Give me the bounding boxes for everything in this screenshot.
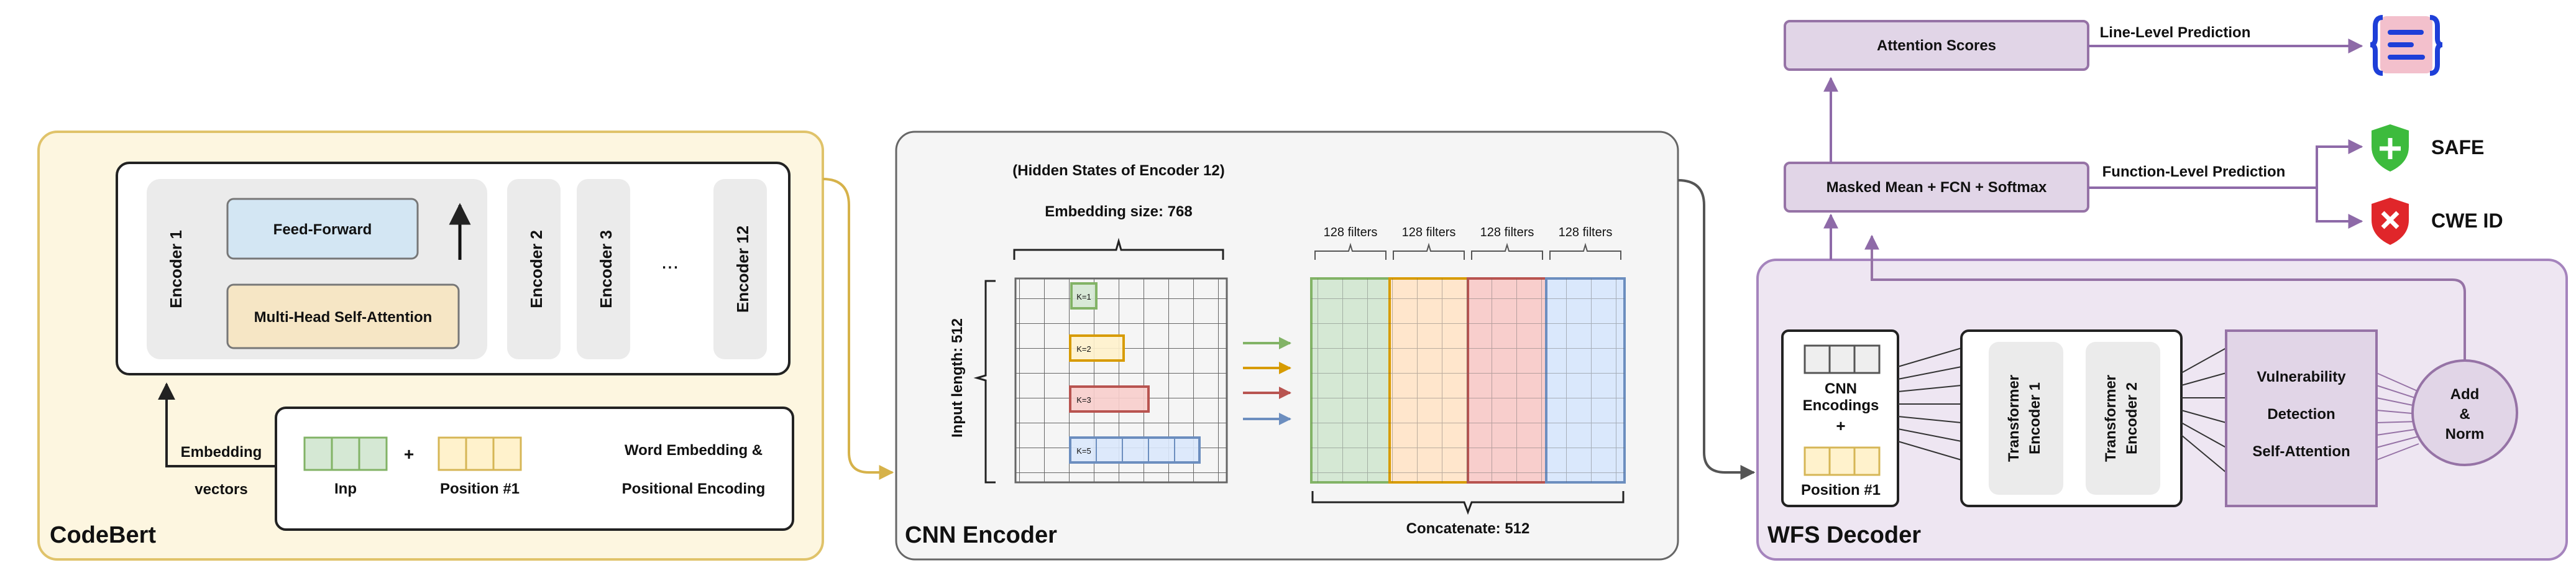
masked-mean-box: Masked Mean + FCN + Softmax bbox=[1784, 162, 2089, 213]
attention-scores-label: Attention Scores bbox=[1877, 37, 1996, 54]
feed-forward-box bbox=[226, 198, 419, 260]
kernels: K=1 K=2 K=3 K=5 bbox=[1069, 282, 1201, 464]
vulnerability-attention-box: Vulnerability Detection Self-Attention bbox=[2225, 329, 2378, 507]
transformer-2-label-b: Encoder 2 bbox=[2124, 382, 2140, 454]
embedding-box: Inp + Position #1 Word Embedding & Posit… bbox=[275, 407, 794, 531]
encoder-3-label: Encoder 3 bbox=[597, 230, 615, 308]
transformer-box: Transformer Encoder 1 Transformer Encode… bbox=[1960, 329, 2183, 507]
cwe-arrow bbox=[2316, 188, 2363, 229]
fan-lines-2 bbox=[2181, 347, 2227, 473]
filter-label-4: 128 filters bbox=[1559, 226, 1613, 239]
wfs-title: WFS Decoder bbox=[1767, 522, 1921, 548]
position-label: Position #1 bbox=[440, 480, 520, 497]
inp-label: Inp bbox=[334, 480, 357, 497]
self-attention-box bbox=[226, 283, 460, 349]
cnn-to-wfs-arrow bbox=[1677, 179, 1756, 480]
add-norm-label-3: Norm bbox=[2445, 426, 2485, 443]
codebert-to-cnn-arrow bbox=[822, 178, 894, 480]
transformer-1-label-b: Encoder 1 bbox=[2027, 382, 2043, 454]
cnn-title: CNN Encoder bbox=[905, 522, 1057, 548]
fan-lines-3 bbox=[2376, 372, 2419, 461]
add-norm-label-1: Add bbox=[2450, 386, 2480, 403]
embedding-brace bbox=[1013, 237, 1224, 260]
add-norm-node: Add & Norm bbox=[2411, 359, 2518, 466]
line-level-label: Line-Level Prediction bbox=[2100, 24, 2251, 41]
kernel-k3-label: K=3 bbox=[1076, 395, 1091, 405]
word-embedding-label-1: Word Embedding & bbox=[625, 442, 763, 459]
kernel-k5-label: K=5 bbox=[1076, 446, 1091, 456]
encoder-1-label: Encoder 1 bbox=[167, 230, 185, 308]
filter-maps bbox=[1310, 277, 1626, 484]
encoder-12-label: Encoder 12 bbox=[733, 226, 752, 313]
safe-shield-icon bbox=[2372, 124, 2409, 172]
wfs-position-label: Position #1 bbox=[1801, 482, 1881, 499]
filter-label-1: 128 filters bbox=[1324, 226, 1378, 239]
ellipsis: ... bbox=[661, 250, 679, 274]
concatenate-brace bbox=[1311, 491, 1625, 515]
encoder-2-label: Encoder 2 bbox=[527, 230, 546, 308]
function-level-label: Function-Level Prediction bbox=[2102, 163, 2286, 180]
embedding-label-2: vectors bbox=[195, 481, 247, 498]
codebert-panel: CodeBert Encoder 1 Feed-Forward Multi-He… bbox=[37, 131, 824, 561]
plus-sign: + bbox=[404, 444, 414, 464]
wfs-decoder-panel: WFS Decoder CNN Encodings + Position #1 bbox=[1756, 259, 2568, 561]
cnn-encodings-plus: + bbox=[1836, 416, 1845, 435]
fan-lines-1 bbox=[1897, 347, 1962, 461]
cnn-encodings-label-1: CNN bbox=[1825, 380, 1857, 397]
line-level-icon bbox=[2370, 15, 2443, 76]
filter-label-3: 128 filters bbox=[1480, 226, 1534, 239]
word-embedding-label-2: Positional Encoding bbox=[622, 480, 766, 497]
embedding-label-1: Embedding bbox=[181, 444, 262, 461]
transformer-1-label-a: Transformer bbox=[2005, 375, 2022, 462]
kernel-k1-label: K=1 bbox=[1076, 292, 1091, 301]
masked-mean-label: Masked Mean + FCN + Softmax bbox=[1827, 179, 2047, 196]
hidden-states-label: (Hidden States of Encoder 12) bbox=[1012, 162, 1224, 179]
input-brace bbox=[973, 280, 996, 484]
kernel-k2-label: K=2 bbox=[1076, 344, 1091, 354]
attention-scores-box: Attention Scores bbox=[1784, 20, 2089, 71]
embedding-size-label: Embedding size: 768 bbox=[1045, 203, 1192, 220]
vuln-label-2: Detection bbox=[2267, 406, 2335, 423]
safe-arrow bbox=[2316, 139, 2363, 188]
cwe-shield-icon bbox=[2372, 198, 2409, 245]
feed-forward-label: Feed-Forward bbox=[273, 221, 372, 238]
concatenate-label: Concatenate: 512 bbox=[1406, 520, 1530, 537]
input-length-label: Input length: 512 bbox=[949, 318, 966, 438]
encoder-stack: Encoder 1 Feed-Forward Multi-Head Self-A… bbox=[116, 162, 791, 375]
vuln-label-1: Vulnerability bbox=[2257, 369, 2346, 385]
embedding-arrow bbox=[158, 382, 275, 467]
filter-braces bbox=[1314, 242, 1621, 260]
add-norm-label-2: & bbox=[2459, 406, 2470, 423]
transformer-2-label-a: Transformer bbox=[2102, 375, 2119, 462]
addnorm-to-masked-mean bbox=[1864, 234, 2466, 361]
cnn-encodings-box: CNN Encodings + Position #1 bbox=[1781, 329, 1899, 507]
safe-label: SAFE bbox=[2431, 136, 2484, 159]
codebert-title: CodeBert bbox=[50, 522, 156, 548]
self-attention-label: Multi-Head Self-Attention bbox=[254, 309, 433, 326]
cnn-encodings-label-2: Encodings bbox=[1803, 397, 1879, 414]
filter-label-2: 128 filters bbox=[1402, 226, 1456, 239]
vuln-label-3: Self-Attention bbox=[2252, 443, 2350, 460]
cwe-label: CWE ID bbox=[2431, 209, 2503, 232]
kernel-arrows bbox=[1243, 337, 1291, 425]
cnn-encoder-panel: CNN Encoder (Hidden States of Encoder 12… bbox=[895, 131, 1679, 561]
